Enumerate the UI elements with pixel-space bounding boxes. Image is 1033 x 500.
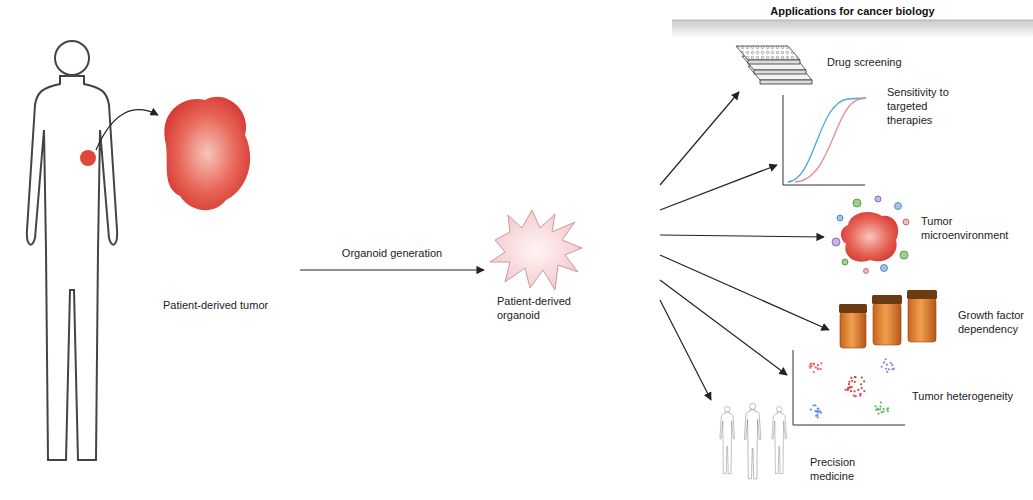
- people-group: [720, 403, 786, 478]
- microenvironment-icon: [832, 196, 909, 274]
- application-item: Tumor heterogeneity: [788, 345, 1028, 430]
- flow-arrow: [660, 255, 829, 330]
- reagent-bottles: [839, 290, 937, 348]
- human-silhouette: [27, 41, 117, 460]
- application-item: Growth factor dependency: [830, 288, 1032, 350]
- application-item: Precision medicine: [712, 390, 902, 485]
- edge-label: Organoid generation: [340, 246, 444, 260]
- tumor-blob: [164, 97, 250, 211]
- application-label: Growth factor dependency: [958, 308, 1030, 336]
- panel-title: Applications for cancer biology: [672, 5, 1033, 17]
- flow-arrow: [660, 165, 777, 210]
- flow-arrow: [660, 235, 824, 237]
- application-label: Drug screening: [827, 55, 902, 69]
- application-label: Tumor microenvironment: [921, 214, 1029, 242]
- tumor-site: [80, 150, 96, 166]
- flow-arrow: [300, 269, 484, 270]
- biopsy-arrow: [96, 110, 158, 150]
- application-label: Precision medicine: [810, 455, 900, 483]
- scatter-plot: [793, 350, 905, 425]
- specimen-label: Patient-derived organoid: [497, 294, 592, 322]
- application-label: Tumor heterogeneity: [912, 389, 1013, 403]
- specimen-node: Patient-derived organoid: [485, 180, 660, 328]
- specimen-node: Patient-derived tumor: [155, 85, 300, 317]
- specimen-label: Patient-derived tumor: [163, 298, 268, 312]
- flow-arrow: [660, 280, 787, 375]
- dose-response-chart: [783, 95, 866, 185]
- flow-arrow: [660, 300, 711, 400]
- organoid-shape: [490, 210, 582, 290]
- flow-arrow: [660, 92, 739, 185]
- well-plates: [736, 46, 812, 84]
- application-label: Sensitivity to targeted therapies: [887, 85, 957, 127]
- application-item: Sensitivity to targeted therapies: [778, 82, 959, 187]
- header-band: [672, 20, 1033, 38]
- application-item: Tumor microenvironment: [825, 190, 1031, 275]
